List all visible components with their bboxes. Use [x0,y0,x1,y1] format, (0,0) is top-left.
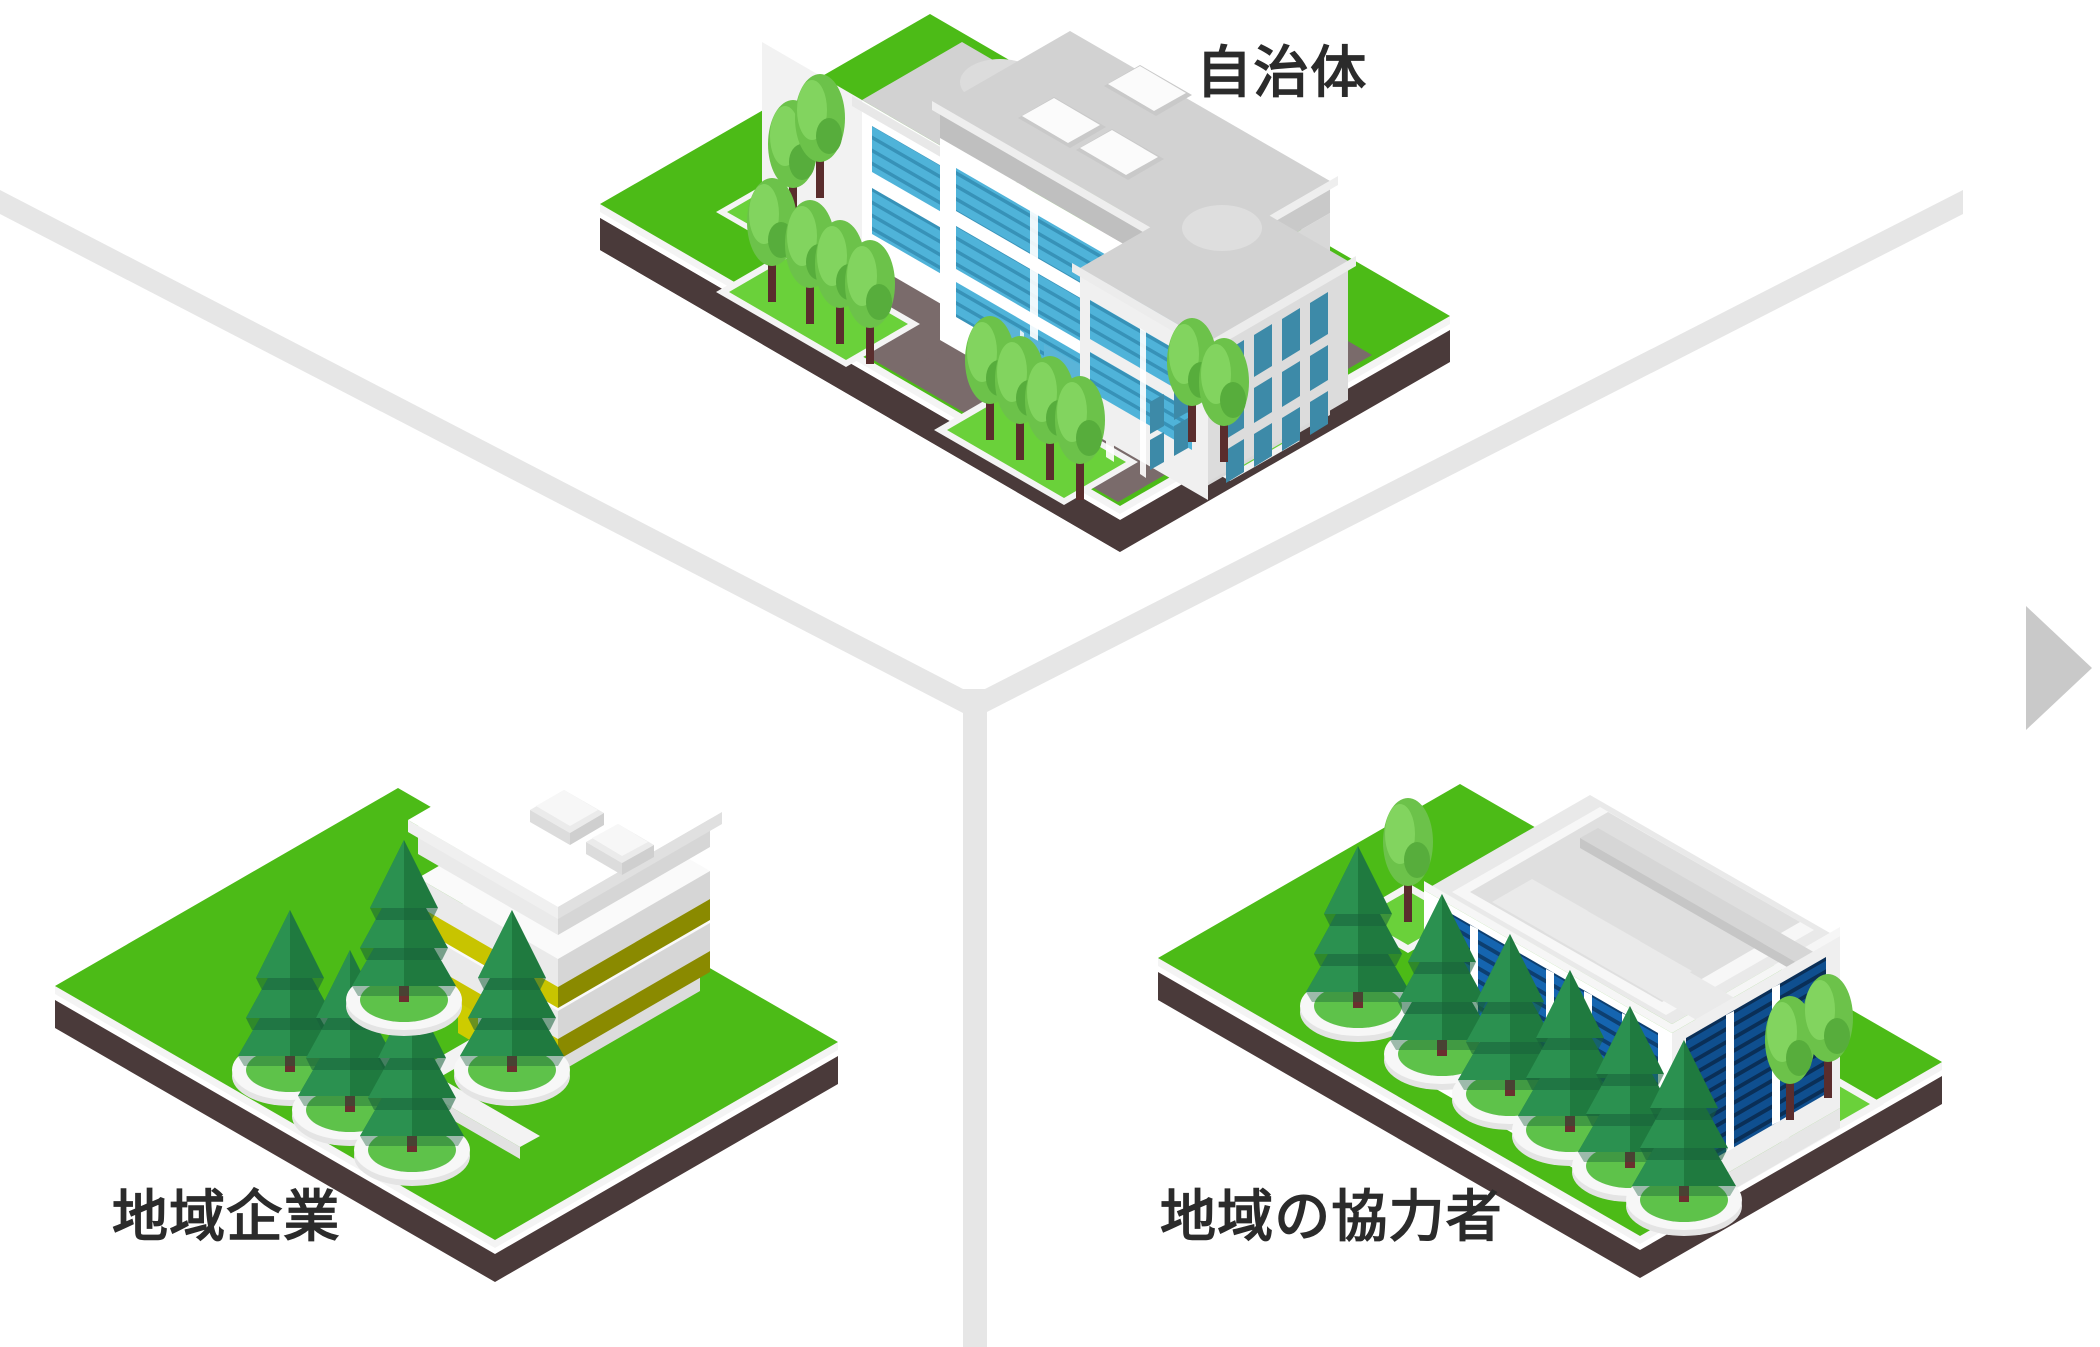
node-local-business[interactable] [55,725,838,1282]
node-local-partner[interactable] [1158,784,1942,1278]
window-band [1090,300,1192,478]
rooftop-skylight [1018,97,1106,148]
rooftop-skylight [1492,879,1588,934]
node-municipality[interactable] [600,14,1450,552]
connector-top-left [0,190,963,713]
next-slide-arrow[interactable] [2026,606,2092,730]
building-wing-right [1072,187,1356,500]
rooftop-skylight [1596,939,1692,994]
rooftop-skylight [1544,909,1640,964]
label-municipality: 自治体 [1196,41,1368,104]
rooftop-skylight [1076,129,1164,180]
connector-top-right [985,190,1963,713]
rooftop-skylight [1104,65,1192,116]
rooftop-hvac-unit [586,824,654,875]
small-window-grid [1150,292,1328,483]
label-local-business: 地域企業 [112,1185,341,1248]
connector-vertical [963,689,987,1347]
rooftop-hvac-unit [530,790,604,845]
label-local-partner: 地域の協力者 [1160,1185,1503,1248]
